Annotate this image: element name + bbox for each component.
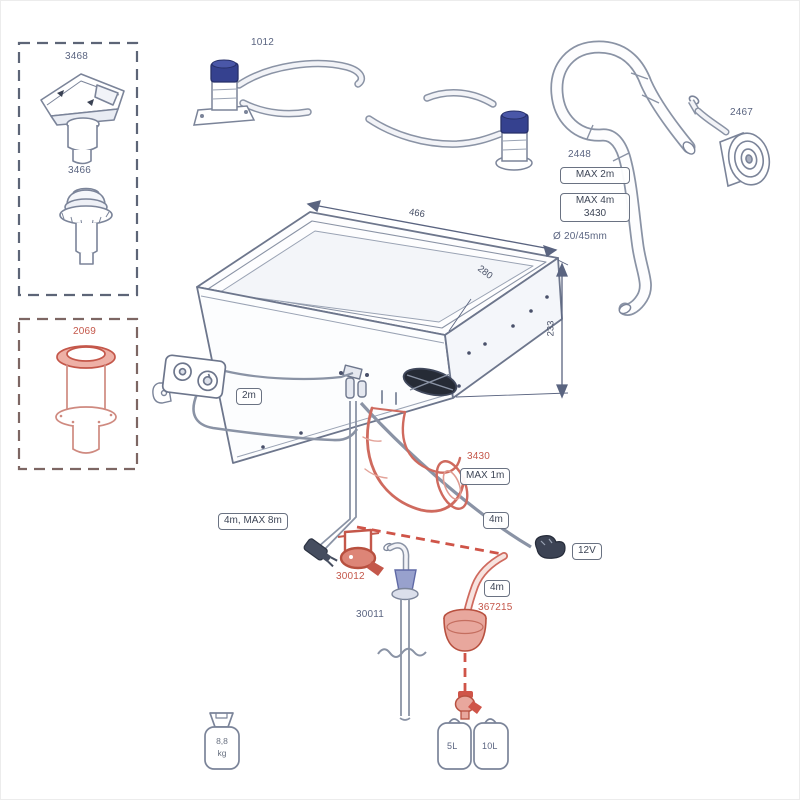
dim-height-label: 233 — [545, 320, 557, 337]
safety-valve-hoses-drawing — [193, 59, 533, 171]
weight-value-label: 8,8 — [216, 736, 228, 746]
vent-cap-drawing — [40, 73, 125, 165]
duct-max-callout: MAX 1m — [460, 468, 511, 485]
max-4m-callout: MAX 4m 3430 — [560, 193, 630, 222]
part-label-pump: 367215 — [478, 602, 513, 613]
part-label-flue: 2069 — [73, 326, 97, 337]
part-label-safety-valve: 30012 — [336, 571, 365, 582]
duct-size-label: Ø 20/45mm — [553, 231, 608, 242]
part-label-air-duct: 3430 — [467, 451, 491, 462]
container-10l-drawing — [473, 718, 509, 770]
water-lines-callout: 4m, MAX 8m — [218, 513, 288, 530]
water-lines-text: 4m, MAX 8m — [224, 515, 282, 526]
boiler-drawing — [196, 211, 563, 464]
panel-cable-callout: 2m — [236, 388, 262, 405]
panel-cable-text: 2m — [242, 390, 256, 401]
roof-vent-options-box — [17, 41, 139, 297]
vent-cowl-drawing — [59, 187, 113, 265]
flue-option-box — [17, 317, 139, 471]
container-10l-label: 10L — [482, 741, 498, 751]
dimension-arrows — [306, 200, 569, 399]
power-cable-text: 4m — [489, 514, 503, 525]
duct-max-text: MAX 1m — [466, 470, 505, 481]
weight-unit-label: kg — [217, 748, 227, 758]
part-label-drain-pipe: 30011 — [356, 609, 385, 620]
tap-drawing — [454, 691, 482, 720]
wall-vent-drawing — [687, 95, 771, 188]
supply-line-dashed — [356, 525, 508, 691]
power-plug-icon — [303, 538, 338, 568]
air-duct-elbow-drawing — [362, 390, 469, 513]
pump-line-text: 4m — [490, 582, 504, 593]
exhaust-hose-drawing — [550, 40, 696, 316]
max-2m-callout: MAX 2m — [560, 167, 630, 184]
part-label-vent-cowl: 3466 — [68, 165, 92, 176]
safety-drain-valve-drawing — [337, 528, 384, 576]
burner-fan-drawing — [402, 367, 458, 397]
max-4m-part-text: 3430 — [583, 207, 607, 219]
power-12v-callout: 12V — [572, 543, 602, 560]
cable-clamp-icon — [534, 535, 566, 559]
part-label-valve-hoses: 1012 — [251, 37, 275, 48]
weight-icon — [204, 712, 240, 770]
pump-drawing — [443, 552, 508, 652]
container-5l-label: 5L — [447, 741, 458, 751]
power-cable-callout: 4m — [483, 512, 509, 529]
pump-line-callout: 4m — [484, 580, 510, 597]
roof-flue-drawing — [55, 345, 117, 454]
part-label-vent-cap: 3468 — [65, 51, 89, 62]
max-4m-text: MAX 4m — [575, 195, 615, 206]
part-label-exhaust-hose: 2448 — [568, 149, 592, 160]
container-5l-drawing — [437, 718, 472, 770]
part-label-wall-vent: 2467 — [730, 107, 754, 118]
power-12v-text: 12V — [578, 545, 596, 556]
control-panel-drawing — [161, 354, 359, 442]
drain-pipe-drawing — [377, 542, 427, 721]
max-2m-text: MAX 2m — [575, 169, 615, 180]
